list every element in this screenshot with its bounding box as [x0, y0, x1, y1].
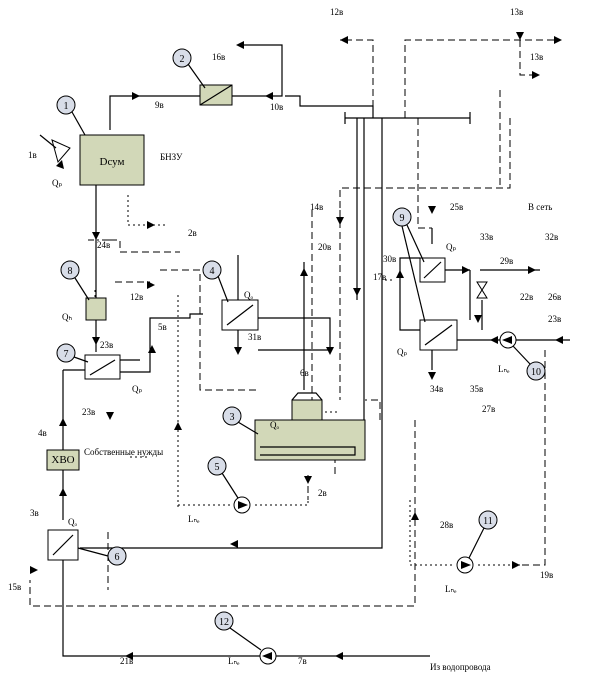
stream-label-s13: 13в [510, 7, 523, 17]
unit-number-9: 9 [400, 213, 405, 224]
stream-label-s14: 14в [310, 202, 323, 212]
heat-label-q4: Qₒ [244, 290, 253, 300]
buffer-tank-8 [85, 297, 107, 321]
stream-label-s23b: 23в [82, 407, 95, 417]
heat-exchanger-6 [47, 529, 79, 561]
stream-label-s31: 31в [248, 332, 261, 342]
unit-number-1: 1 [64, 101, 69, 112]
deaerator-label: Dсум [100, 156, 125, 168]
stream-label-s4: 4в [38, 428, 47, 438]
stream-label-s26: 26в [548, 292, 561, 302]
source-label: Из водопровода [430, 662, 491, 672]
stream-label-s3: 3в [30, 508, 39, 518]
stream-label-s9: 9в [155, 100, 164, 110]
unit-number-12: 12 [219, 617, 229, 628]
unit-number-2: 2 [180, 54, 185, 65]
power-label-l5: Lₙₑ [188, 514, 200, 524]
unit-number-5: 5 [215, 462, 220, 473]
pump-5 [233, 496, 251, 514]
heat-label-q8: Qₚ [397, 347, 407, 357]
stream-label-s32: 32в [545, 232, 558, 242]
valve [476, 281, 488, 299]
own-needs-label: Собственные нужды [84, 447, 163, 457]
unit-number-6: 6 [115, 552, 120, 563]
heat-exchanger-7 [84, 354, 121, 380]
stream-label-s1: 1в [28, 150, 37, 160]
power-label-l11: Lₙₑ [445, 584, 457, 594]
unit-number-3: 3 [230, 412, 235, 423]
heat-exchanger-9b [419, 319, 458, 351]
stream-label-s2: 2в [188, 228, 197, 238]
stream-label-s34: 34в [430, 384, 443, 394]
heat-label-q2: Qₕ [62, 312, 72, 322]
heat-power-labels: Qₚ Qₕ Qₚ Qₒ Qₒ Qₒ Qₚ Qₚ Lₙₑ Lₙₑ Lₙₑ Lₙₑ [52, 178, 510, 666]
stream-label-s27: 27в [482, 404, 495, 414]
heat-label-q1: Qₚ [52, 178, 62, 188]
deaerator-unit: Dсум [39, 134, 145, 186]
stream-label-s28: 28в [440, 520, 453, 530]
stream-label-s10: 10в [270, 102, 283, 112]
stream-label-s12: 12в [330, 7, 343, 17]
stream-label-s35: 35в [470, 384, 483, 394]
stream-label-s16: 16в [212, 52, 225, 62]
heat-label-q3: Qₚ [132, 384, 142, 394]
vessel-3 [254, 392, 366, 461]
stream-label-s29: 29в [500, 256, 513, 266]
stream-label-s7: 7в [298, 656, 307, 666]
pump-12 [259, 647, 277, 665]
flow-arrows [30, 32, 563, 660]
heat-label-q6: Qₒ [68, 517, 77, 527]
heat-label-q7: Qₚ [446, 242, 456, 252]
stream-label-s6: 6в [300, 368, 309, 378]
stream-label-s22: 22в [520, 292, 533, 302]
stream-label-s12b: 12в [130, 292, 143, 302]
stream-label-s23: 23в [100, 340, 113, 350]
network-label: В сеть [528, 202, 552, 212]
stream-label-s19: 19в [540, 570, 553, 580]
stream-label-s21: 21в [120, 656, 133, 666]
unit-number-11: 11 [483, 516, 493, 527]
pump-10 [499, 331, 517, 349]
stream-label-s25: 25в [450, 202, 463, 212]
heat-exchanger-9a [419, 257, 446, 283]
heat-exchanger-4 [221, 299, 259, 331]
stream-label-s23c: 23в [548, 314, 561, 324]
bnzu-label: БНЗУ [160, 152, 183, 162]
stream-label-s5: 5в [158, 322, 167, 332]
power-label-l10: Lₙₑ [498, 364, 510, 374]
water-treatment-unit: ХВО Собственные нужды [46, 447, 163, 471]
power-label-l12: Lₙₑ [228, 656, 240, 666]
unit-number-8: 8 [68, 266, 73, 277]
unit-number-circles: 1 2 3 4 5 6 7 8 9 10 11 12 [56, 48, 546, 651]
unit-number-7: 7 [64, 349, 69, 360]
stream-label-s24: 24в [97, 240, 110, 250]
water-treatment-label: ХВО [51, 454, 74, 466]
stream-label-s17: 17в [373, 272, 386, 282]
unit-number-10: 10 [531, 367, 541, 378]
pump-11 [456, 556, 474, 574]
stream-label-s30: 30в [383, 254, 396, 264]
stream-label-s2b: 2в [318, 488, 327, 498]
stream-labels: 16в 9в 10в 12в 13в 13в 1в БНЗУ 2в 24в 12… [8, 7, 561, 672]
stream-label-s13a: 13в [530, 52, 543, 62]
heat-exchanger-2 [199, 84, 233, 106]
heat-label-q5: Qₒ [270, 420, 279, 430]
stream-label-s20: 20в [318, 242, 331, 252]
stream-label-s33: 33в [480, 232, 493, 242]
stream-label-s15: 15в [8, 582, 21, 592]
unit-number-4: 4 [210, 266, 215, 277]
